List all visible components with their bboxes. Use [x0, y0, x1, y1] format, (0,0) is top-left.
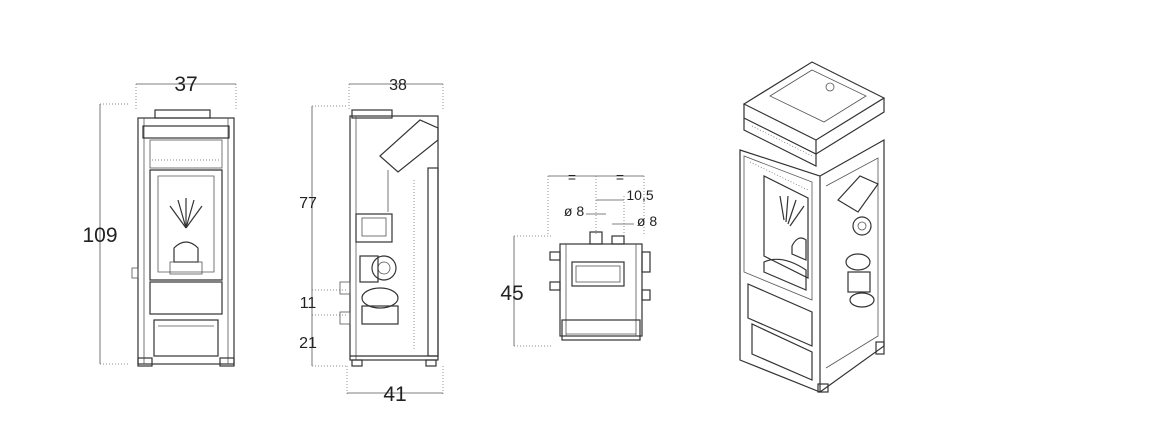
side-view: 38 41 77 11 21: [299, 77, 444, 406]
side-stove-outline: [339, 109, 439, 367]
rear-spacing-right-label: =: [616, 169, 624, 185]
isometric-view: [739, 61, 886, 393]
rear-height-dimension: 45: [500, 235, 552, 347]
side-inlet-offset-label: 11: [300, 295, 317, 312]
rear-spacing-left-label: =: [568, 169, 576, 185]
rear-height-label: 45: [500, 282, 523, 305]
side-bottom-depth-label: 41: [383, 383, 406, 406]
front-stove-outline: [131, 109, 235, 367]
side-vertical-dimensions: 77 11 21: [299, 105, 346, 367]
front-view: 37 109: [82, 73, 237, 367]
rear-diameter-right-label: ø 8: [637, 213, 657, 229]
side-top-depth-dimension: 38: [348, 77, 444, 110]
side-bottom-depth-dimension: 41: [346, 366, 444, 406]
side-outlet-height-label: 77: [299, 195, 317, 212]
front-height-label: 109: [82, 224, 117, 247]
side-base-height-label: 21: [299, 335, 317, 352]
rear-stove-outline: [549, 231, 651, 341]
rear-offset-dimension: 10,5: [596, 187, 654, 236]
rear-diameter-dimensions: ø 8 ø 8: [564, 203, 657, 229]
front-width-dimension: 37: [135, 73, 237, 110]
front-width-label: 37: [174, 73, 197, 96]
front-height-dimension: 109: [82, 103, 128, 365]
side-top-depth-label: 38: [389, 77, 407, 94]
rear-spacing-dimension: = =: [547, 169, 645, 236]
rear-offset-label: 10,5: [626, 187, 653, 203]
rear-view: = = 10,5 ø 8 ø 8 45: [500, 169, 657, 347]
rear-diameter-left-label: ø 8: [564, 203, 584, 219]
